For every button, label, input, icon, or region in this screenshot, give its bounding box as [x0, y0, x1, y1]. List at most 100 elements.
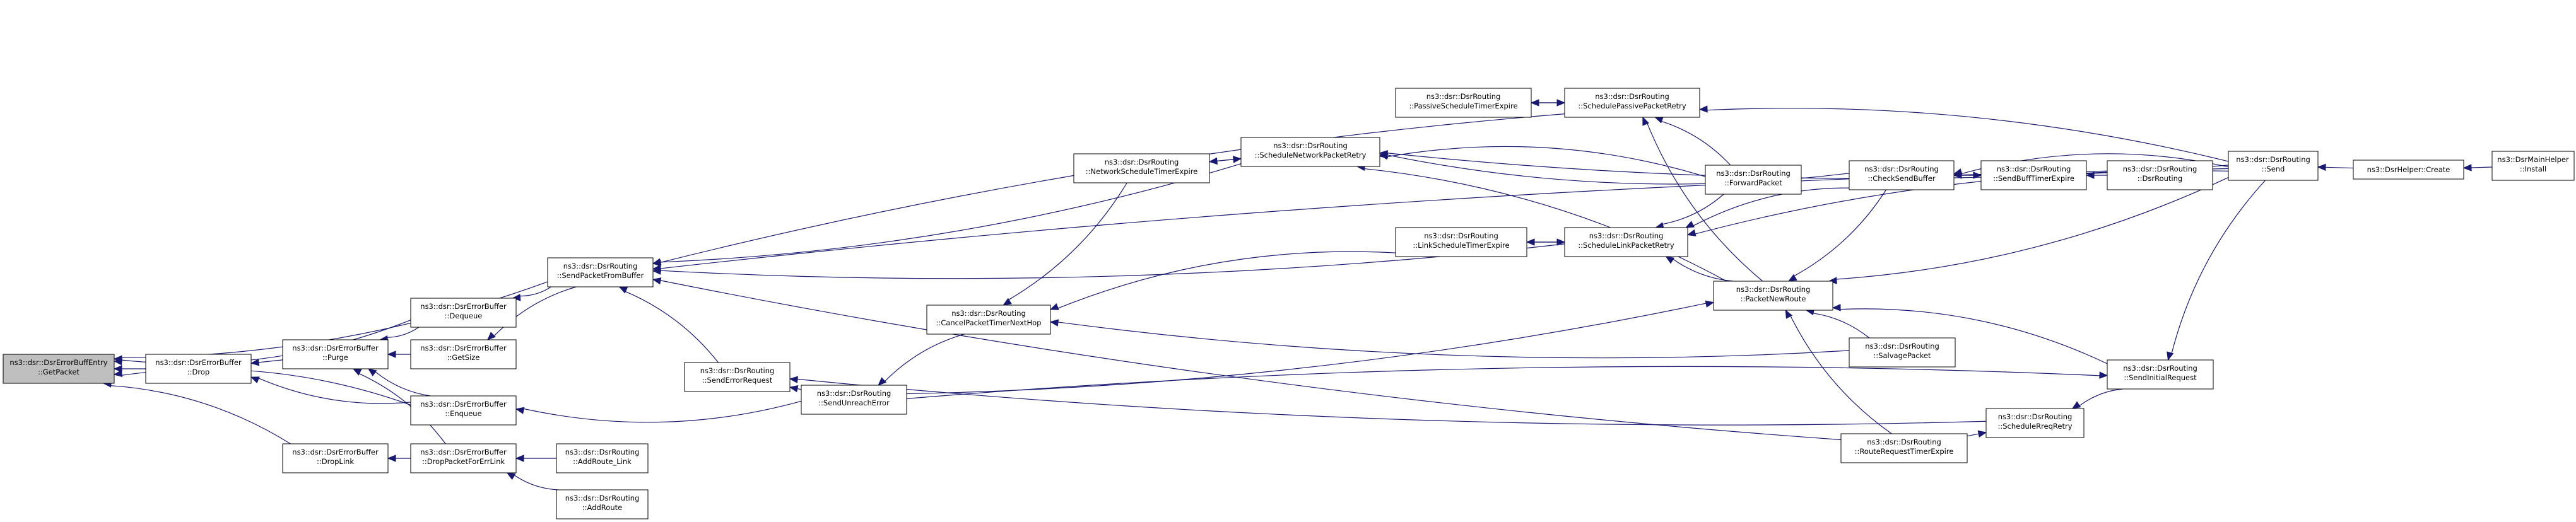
node-sendinit[interactable]: ns3::dsr::DsrRouting::SendInitialRequest [2107, 359, 2214, 390]
node-netsched[interactable]: ns3::dsr::DsrRouting::NetworkScheduleTim… [1073, 153, 1210, 183]
edge-line [1008, 182, 1127, 301]
node-box [410, 298, 517, 328]
edge-sendunreach-to-senderr [789, 385, 802, 393]
node-label-line1: ns3::dsr::DsrRouting [1864, 165, 1939, 173]
node-label-line2: ::SendUnreachError [818, 398, 890, 407]
edge-arrowhead [515, 455, 524, 462]
node-salvage[interactable]: ns3::dsr::DsrRouting::SalvagePacket [1849, 337, 1956, 368]
node-addroute[interactable]: ns3::dsr::DsrRouting::AddRoute [556, 489, 649, 519]
node-label-line1: ns3::dsr::DsrErrorBuffer [420, 448, 507, 456]
node-passsched[interactable]: ns3::dsr::DsrRouting::PassiveScheduleTim… [1395, 88, 1532, 118]
edge-arrowhead [789, 376, 799, 383]
node-enqueue[interactable]: ns3::dsr::DsrErrorBuffer::Enqueue [410, 395, 517, 426]
node-label-line1: ns3::dsr::DsrErrorBuffEntry [9, 358, 107, 367]
node-helpercreate[interactable]: ns3::DsrHelper::Create [2353, 160, 2464, 180]
edge-arrowhead [652, 264, 662, 272]
node-forward[interactable]: ns3::dsr::DsrRouting::ForwardPacket [1705, 165, 1802, 195]
node-schedpass[interactable]: ns3::dsr::DsrRouting::SchedulePassivePac… [1564, 88, 1700, 118]
node-senderr[interactable]: ns3::dsr::DsrRouting::SendErrorRequest [684, 362, 791, 392]
node-purge[interactable]: ns3::dsr::DsrErrorBuffer::Purge [282, 339, 389, 369]
node-checksend[interactable]: ns3::dsr::DsrRouting::CheckSendBuffer [1849, 160, 1955, 190]
node-label-line2: ::SchedulePassivePacketRetry [1578, 102, 1686, 110]
edge-install-to-helpercreate [2462, 164, 2493, 171]
node-box [1985, 408, 2085, 438]
edge-arrowhead [1698, 105, 1708, 113]
edge-arrowhead [1003, 298, 1012, 306]
node-sendpkt[interactable]: ns3::dsr::DsrRouting::SendPacketFromBuff… [547, 257, 654, 287]
node-label-line1: ns3::dsr::DsrRouting [1105, 158, 1179, 166]
node-label-line1: ns3::dsr::DsrRouting [1736, 285, 1811, 294]
edge-line [258, 378, 411, 404]
node-dsrrouting[interactable]: ns3::dsr::DsrRouting::DsrRouting [2107, 160, 2213, 190]
node-label-line1: ns3::dsr::DsrRouting [1716, 169, 1791, 178]
edge-addroutelink-to-droppkt [515, 455, 557, 462]
node-box [2491, 151, 2575, 181]
edge-arrowhead [1973, 171, 1982, 179]
edge-dsrrouting-to-sendbuff [2085, 171, 2107, 179]
node-install[interactable]: ns3::DsrMainHelper::Install [2491, 151, 2575, 181]
node-label-line2: ::PacketNewRoute [1741, 294, 1806, 303]
node-send[interactable]: ns3::dsr::DsrRouting::Send [2228, 151, 2319, 181]
edge-arrowhead [1556, 238, 1566, 246]
node-sendunreach[interactable]: ns3::dsr::DsrRouting::SendUnreachError [801, 385, 907, 415]
edge-pktnew-to-schedpass [1642, 116, 1763, 282]
node-pktnew[interactable]: ns3::dsr::DsrRouting::PacketNewRoute [1713, 281, 1833, 311]
node-label-line1: ns3::dsr::DsrRouting [1424, 231, 1498, 240]
node-box [2353, 160, 2464, 180]
node-label-line2: ::Purge [322, 353, 348, 362]
node-box [2107, 359, 2214, 390]
edge-routereq-to-sendpkt [652, 277, 1842, 441]
node-schednet[interactable]: ns3::dsr::DsrRouting::ScheduleNetworkPac… [1240, 137, 1380, 167]
edge-sendunreach-to-sendinit [906, 366, 2108, 399]
edge-line [660, 163, 1242, 263]
node-label-line1: ns3::dsr::DsrErrorBuffer [292, 344, 379, 352]
node-label-line1: ns3::dsr::DsrRouting [951, 309, 1026, 318]
edge-line [1661, 120, 1731, 166]
node-box [1240, 137, 1380, 167]
node-label-line1: ns3::dsr::DsrRouting [1997, 165, 2071, 173]
edge-arrowhead [1787, 274, 1797, 282]
node-box [1713, 281, 1833, 311]
edge-line [797, 378, 1987, 426]
node-routereq[interactable]: ns3::dsr::DsrRouting::RouteRequestTimerE… [1840, 433, 1968, 463]
edge-arrowhead [2071, 401, 2081, 409]
edge-canceltimer-to-sendunreach [878, 334, 965, 386]
node-label-line2: ::DsrRouting [2138, 174, 2182, 183]
edge-passsched-to-schedpass [1531, 99, 1566, 107]
node-addroutelink[interactable]: ns3::dsr::DsrRouting::AddRoute_Link [556, 443, 649, 473]
edge-linksched-to-schedlink [1526, 238, 1566, 246]
edge-line [523, 400, 802, 423]
edge-line [519, 286, 551, 297]
edge-arrowhead [2317, 163, 2326, 171]
node-getsize[interactable]: ns3::dsr::DsrErrorBuffer::GetSize [410, 339, 517, 369]
node-label-line2: ::GetPacket [38, 368, 79, 376]
node-linksched[interactable]: ns3::dsr::DsrRouting::LinkScheduleTimerE… [1395, 227, 1527, 257]
edge-arrowhead [387, 351, 396, 358]
edge-arrowhead [652, 277, 662, 285]
node-label-line2: ::Drop [187, 368, 209, 376]
node-schedrreq[interactable]: ns3::dsr::DsrRouting::ScheduleRreqRetry [1985, 408, 2085, 438]
node-getpacket[interactable]: ns3::dsr::DsrErrorBuffEntry::GetPacket [3, 354, 115, 384]
node-box [282, 443, 389, 473]
edge-arrowhead [1049, 319, 1059, 327]
node-droppkt[interactable]: ns3::dsr::DsrErrorBuffer::DropPacketForE… [410, 443, 517, 473]
edges-layer [102, 99, 2493, 490]
node-label-line2: ::SendPacketFromBuffer [557, 271, 644, 280]
node-sendbuff[interactable]: ns3::dsr::DsrRouting::SendBuffTimerExpir… [1980, 160, 2087, 190]
node-box [926, 304, 1051, 335]
edge-line [1209, 159, 1234, 163]
node-dequeue[interactable]: ns3::dsr::DsrErrorBuffer::Dequeue [410, 298, 517, 328]
node-droplink[interactable]: ns3::dsr::DsrErrorBuffer::DropLink [282, 443, 389, 473]
node-drop[interactable]: ns3::dsr::DsrErrorBuffer::Drop [145, 354, 252, 384]
node-box [801, 385, 907, 415]
edge-arrowhead [1685, 221, 1695, 228]
node-label-line1: ns3::dsr::DsrRouting [1426, 92, 1501, 101]
node-canceltimer[interactable]: ns3::dsr::DsrRouting::CancelPacketTimerN… [926, 304, 1051, 335]
edge-line [1836, 177, 2229, 280]
node-label-line2: ::SendErrorRequest [702, 376, 773, 385]
node-label-line2: ::AddRoute [582, 503, 622, 512]
edge-netsched-to-canceltimer [1003, 182, 1127, 306]
node-schedlink[interactable]: ns3::dsr::DsrRouting::ScheduleLinkPacket… [1564, 227, 1688, 257]
node-label-line2: ::SendInitialRequest [2124, 373, 2197, 382]
